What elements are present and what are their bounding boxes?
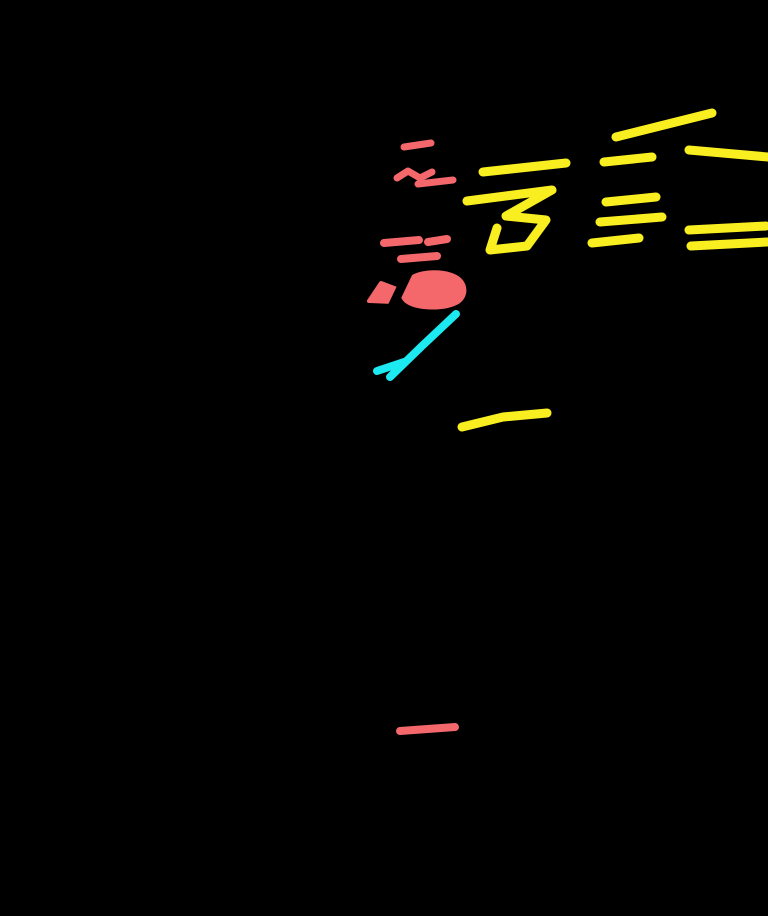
salmon-dash-bottom	[396, 723, 459, 735]
cyan-cross-stroke	[373, 358, 408, 375]
salmon-dash-row-right	[424, 235, 451, 246]
salmon-dash-top	[400, 139, 435, 151]
salmon-dash-under-tilde	[414, 176, 457, 188]
salmon-dash-row-left	[380, 236, 423, 247]
yellow-right-edge-dash-lower	[686, 237, 768, 251]
yellow-curved-dash-bottom	[457, 408, 552, 432]
yellow-squiggle-3	[462, 185, 557, 255]
black-slash-through-blob	[385, 264, 415, 316]
yellow-dash-2	[601, 192, 661, 207]
salmon-dash-lower	[397, 252, 441, 263]
yellow-diagonal-line-top	[611, 108, 717, 142]
yellow-dash-4	[587, 233, 644, 248]
yellow-dash-1	[599, 152, 657, 167]
yellow-dash-3	[595, 212, 667, 227]
salmon-blob-main	[400, 270, 467, 310]
yellow-right-edge-line-top	[684, 145, 768, 162]
salmon-tilde	[393, 167, 436, 182]
yellow-long-dash-upper	[478, 158, 571, 177]
yellow-right-edge-dash-upper	[684, 221, 768, 235]
